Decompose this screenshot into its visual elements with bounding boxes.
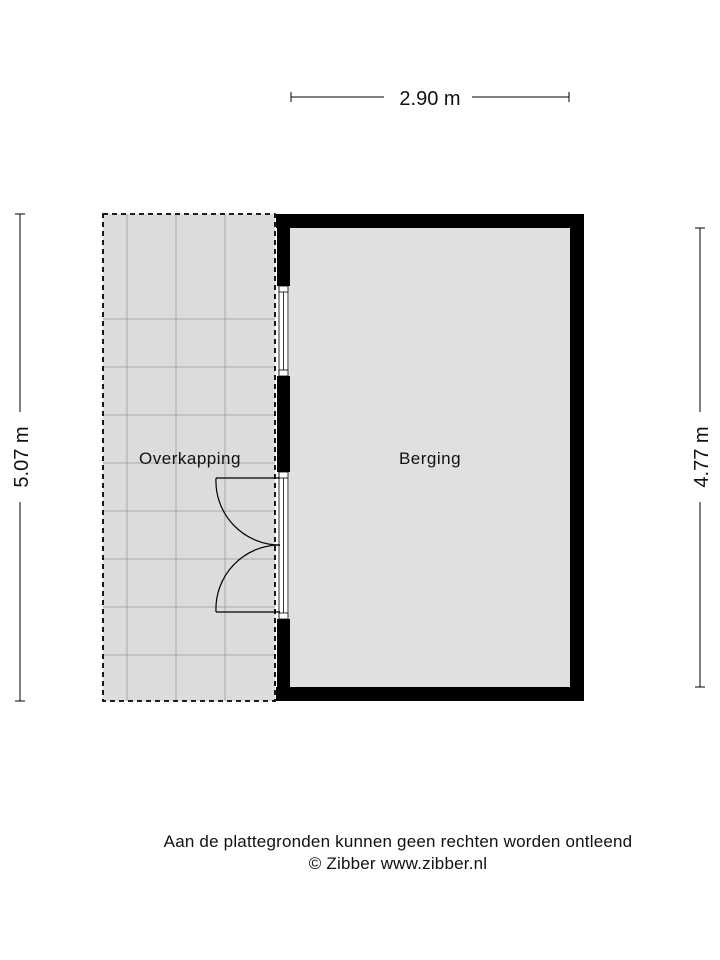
dimension-right xyxy=(695,227,705,688)
door-swing-lower xyxy=(215,544,281,613)
dimension-right-label: 4.77 m xyxy=(691,426,713,487)
dimension-left xyxy=(15,213,25,702)
wall-left-bottom xyxy=(277,619,290,701)
covered-area-outline xyxy=(102,213,276,702)
covered-area-label: Overkapping xyxy=(139,449,241,468)
covered-area-floor xyxy=(103,214,275,701)
storage-room-label: Berging xyxy=(399,449,461,468)
double-door xyxy=(215,471,289,620)
door-swing-upper xyxy=(215,477,281,546)
storage-floor xyxy=(289,228,570,687)
dimension-top-label: 2.90 m xyxy=(399,88,460,110)
window xyxy=(278,285,289,377)
wall-top xyxy=(276,214,584,228)
storage-room xyxy=(215,214,584,701)
tile-grid xyxy=(103,214,275,701)
dimension-top xyxy=(290,92,570,102)
covered-area xyxy=(102,213,276,702)
copyright-text: © Zibber www.zibber.nl xyxy=(308,854,488,873)
wall-right xyxy=(570,214,584,701)
wall-bottom xyxy=(276,687,584,701)
dimension-left-label: 5.07 m xyxy=(11,426,33,487)
wall-left-middle xyxy=(277,376,290,472)
wall-left-top xyxy=(277,214,290,286)
disclaimer-text: Aan de plattegronden kunnen geen rechten… xyxy=(163,832,633,851)
